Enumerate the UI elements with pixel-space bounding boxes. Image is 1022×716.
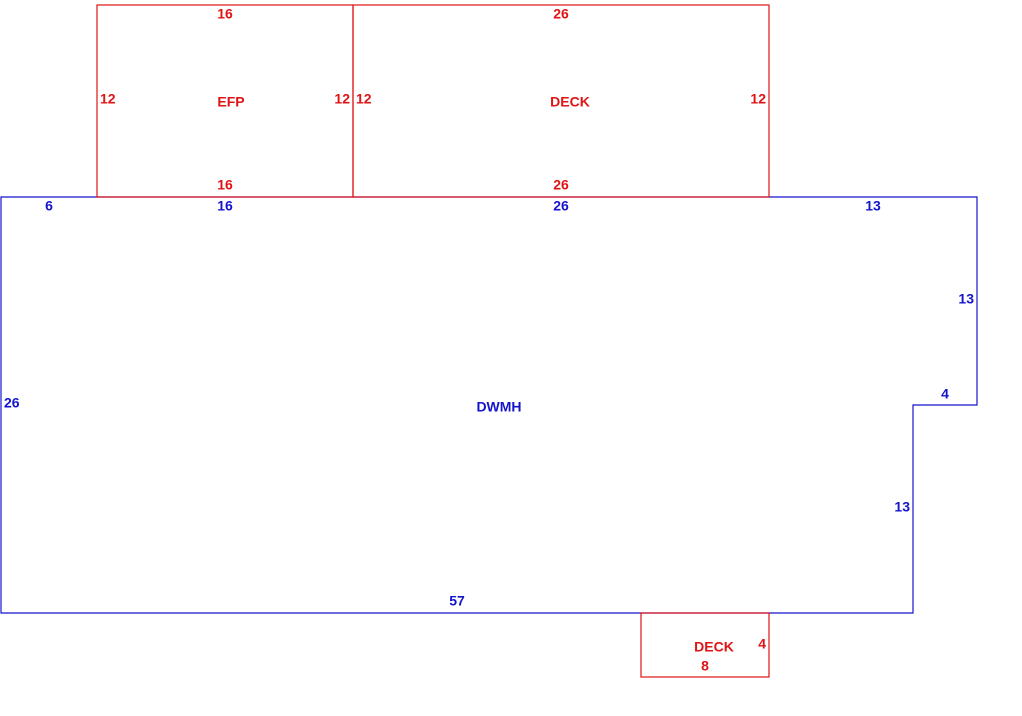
deck-top-bottom-dimension: 26	[553, 177, 569, 193]
dwmh-top-left-dimension: 6	[45, 198, 53, 214]
deck-bottom-outline	[640, 612, 770, 678]
dwmh-bottom-dimension: 57	[449, 593, 465, 609]
dwmh-top-deck-dimension: 26	[553, 198, 569, 214]
deck-top-top-dimension: 26	[553, 6, 569, 22]
dwmh-outline	[0, 196, 978, 614]
dwmh-right-upper-dimension: 13	[958, 291, 974, 307]
deck-top-right-dimension: 12	[750, 91, 766, 107]
efp-bottom-dimension: 16	[217, 177, 233, 193]
dwmh-label: DWMH	[476, 399, 521, 415]
deck-top-left-dimension: 12	[356, 91, 372, 107]
efp-label: EFP	[217, 94, 244, 110]
efp-left-dimension: 12	[100, 91, 116, 107]
efp-top-dimension: 16	[217, 6, 233, 22]
dwmh-top-right-dimension: 13	[865, 198, 881, 214]
dwmh-top-efp-dimension: 16	[217, 198, 233, 214]
deck-top-label: DECK	[550, 94, 590, 110]
dwmh-step-dimension: 4	[941, 386, 949, 402]
deck-bottom-bottom-dimension: 8	[701, 658, 709, 674]
deck-bottom-label: DECK	[694, 639, 734, 655]
efp-right-dimension: 12	[334, 91, 350, 107]
dwmh-left-dimension: 26	[4, 395, 20, 411]
deck-bottom-right-dimension: 4	[758, 636, 766, 652]
deck-top-outline	[352, 4, 770, 198]
dwmh-right-lower-dimension: 13	[894, 499, 910, 515]
